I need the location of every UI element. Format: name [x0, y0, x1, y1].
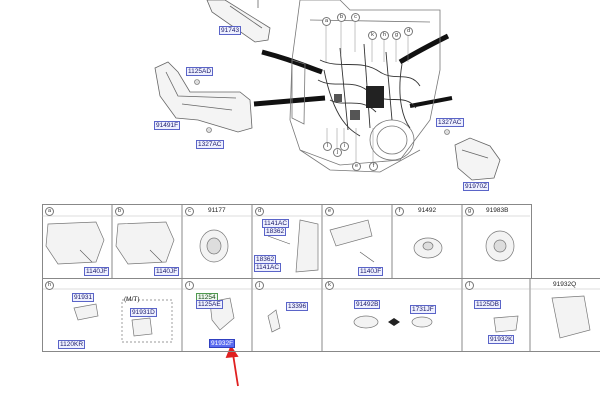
- part-label-91932f-highlighted[interactable]: 91932F: [209, 339, 236, 348]
- callout-j: j: [333, 148, 342, 157]
- cell-letter-g: g: [465, 207, 474, 216]
- parts-grid-row2: [42, 278, 600, 352]
- part-label-1125ae[interactable]: 1125AE: [196, 300, 223, 309]
- cell-letter-d: d: [255, 207, 264, 216]
- mt-label: (M/T): [124, 296, 140, 303]
- part-label-13396[interactable]: 13396: [286, 302, 309, 311]
- cell-letter-a: a: [45, 207, 54, 216]
- part-label-1327ac-left[interactable]: 1327AC: [196, 140, 224, 149]
- callout-f: f: [369, 162, 378, 171]
- callout-c: c: [351, 13, 360, 22]
- part-label-91970z[interactable]: 91970Z: [463, 182, 490, 191]
- part-label-1731jf[interactable]: 1731JF: [410, 305, 436, 314]
- cell-letter-k: k: [325, 281, 334, 290]
- parts-grid-row1: [42, 204, 532, 279]
- callout-d: d: [404, 27, 413, 36]
- cell-header-f: 91492: [418, 207, 437, 214]
- part-label-91932k[interactable]: 91932K: [488, 335, 515, 344]
- part-label-1125ad-top[interactable]: 1125AD: [186, 67, 214, 76]
- cell-letter-j: j: [255, 281, 264, 290]
- part-label-1140jf-e[interactable]: 1140JF: [358, 267, 384, 276]
- callout-i: i: [340, 142, 349, 151]
- callout-h: h: [380, 31, 389, 40]
- callout-e: e: [352, 162, 361, 171]
- part-label-91491f[interactable]: 91491F: [154, 121, 181, 130]
- part-label-1120kr[interactable]: 1120KR: [58, 340, 86, 349]
- part-label-91743[interactable]: 91743: [219, 26, 242, 35]
- part-label-1125db[interactable]: 1125DB: [474, 300, 502, 309]
- part-label-18362-top[interactable]: 18362: [264, 227, 287, 236]
- part-label-1140jf-a[interactable]: 1140JF: [84, 267, 110, 276]
- part-label-91492b[interactable]: 91492B: [354, 300, 381, 309]
- cell-letter-l: l: [465, 281, 474, 290]
- callout-k: k: [368, 31, 377, 40]
- part-label-1140jf-b[interactable]: 1140JF: [154, 267, 180, 276]
- cell-letter-e: e: [325, 207, 334, 216]
- cell-letter-i: i: [185, 281, 194, 290]
- callout-l: l: [323, 142, 332, 151]
- cell-header-g: 91983B: [486, 207, 509, 214]
- part-label-91931d[interactable]: 91931D: [130, 308, 157, 317]
- cell-letter-c: c: [185, 207, 194, 216]
- engine-bay-illustration: [154, 0, 501, 181]
- callout-g: g: [392, 31, 401, 40]
- cell-letter-f: f: [395, 207, 404, 216]
- callout-a: a: [322, 17, 331, 26]
- cell-header-c: 91177: [208, 207, 226, 214]
- cell-letter-h: h: [45, 281, 54, 290]
- cell-header-91932q: 91932Q: [553, 281, 577, 288]
- part-label-1141ac-bottom[interactable]: 1141AC: [254, 263, 282, 272]
- part-label-1327ac-right[interactable]: 1327AC: [436, 118, 464, 127]
- cell-letter-b: b: [115, 207, 124, 216]
- callout-b: b: [337, 13, 346, 22]
- part-label-91931[interactable]: 91931: [72, 293, 95, 302]
